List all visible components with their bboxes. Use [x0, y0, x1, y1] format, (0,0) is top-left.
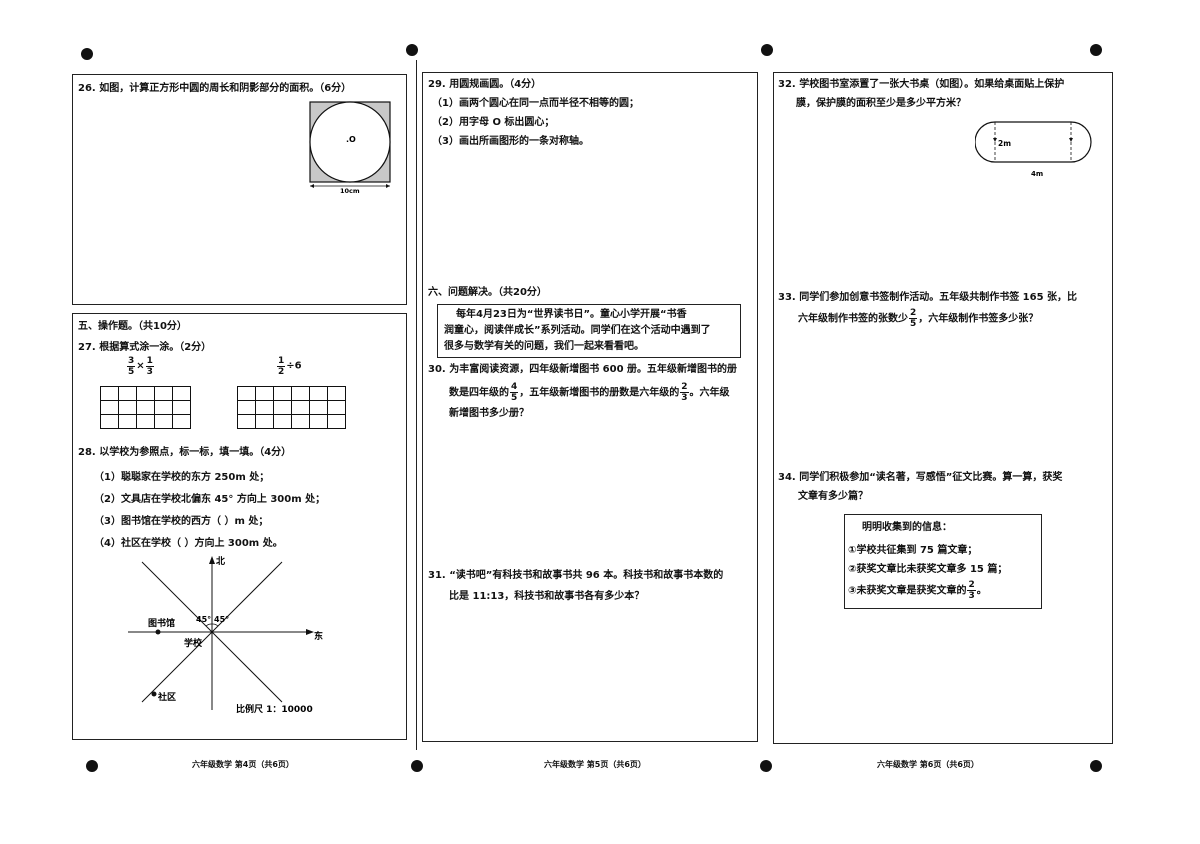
page5-box [422, 72, 758, 742]
school-label: 学校 [184, 637, 203, 649]
binder-hole [81, 48, 93, 60]
binder-hole [406, 44, 418, 56]
q32-line-1: 32. 学校图书室添置了一张大书桌（如图）。如果给桌面贴上保护 [778, 79, 1065, 90]
angle-label-1: 45° [196, 615, 211, 624]
footer-page-6: 六年级数学 第6页（共6页） [877, 760, 979, 769]
q27-grid-1[interactable] [100, 386, 191, 429]
q31-line-2: 比是 11:13，科技书和故事书各有多少本？ [449, 591, 645, 602]
q31-line-1: 31. “读书吧”有科技书和故事书共 96 本。科技书和故事书本数的 [428, 570, 724, 581]
page6-box [773, 72, 1113, 744]
q33-line-1: 33. 同学们参加创意书签制作活动。五年级共制作书签 165 张，比 [778, 292, 1078, 303]
q34-info-2: ②获奖文章比未获奖文章多 15 篇； [848, 564, 1008, 575]
footer-page-4: 六年级数学 第4页（共6页） [192, 760, 294, 769]
section5-box [72, 313, 407, 740]
q30-line-1: 30. 为丰富阅读资源，四年级新增图书 600 册。五年级新增图书的册 [428, 364, 738, 375]
section5-title: 五、操作题。（共10分） [78, 321, 187, 332]
binder-hole [760, 760, 772, 772]
footer-page-5: 六年级数学 第5页（共6页） [544, 760, 646, 769]
q28-item-3: （3）图书馆在学校的西方（ ）m 处； [94, 516, 269, 527]
q30-line-3: 新增图书多少册？ [449, 408, 529, 419]
q26-text: 26. 如图，计算正方形中圆的周长和阴影部分的面积。（6分） [78, 83, 352, 94]
q28-item-2: （2）文具店在学校北偏东 45° 方向上 300m 处； [94, 494, 326, 505]
q29-item-1: （1）画两个圆心在同一点而半径不相等的圆； [432, 98, 639, 109]
q27-grid-2[interactable] [237, 386, 346, 429]
q34-info-1: ①学校共征集到 75 篇文章； [848, 545, 978, 556]
library-label: 图书馆 [148, 617, 175, 629]
binder-hole [1090, 44, 1102, 56]
q27-text: 27. 根据算式涂一涂。（2分） [78, 342, 212, 353]
q26-figure: .O 10cm [309, 101, 391, 194]
q28-text: 28. 以学校为参照点，标一标，填一填。（4分） [78, 447, 292, 458]
binder-hole [86, 760, 98, 772]
side-label: 10cm [340, 187, 360, 194]
desk-shape [975, 121, 1092, 163]
circle-center-label: .O [346, 135, 356, 144]
intro-line-1: 每年4月23日为“世界读书日”。童心小学开展“书香 [456, 309, 687, 320]
library-point [155, 629, 161, 635]
community-label: 社区 [157, 691, 176, 703]
q29-item-2: （2）用字母 O 标出圆心； [432, 117, 555, 128]
desk-height-label: 2m [998, 139, 1011, 148]
east-label: 东 [314, 630, 323, 642]
binder-hole [761, 44, 773, 56]
intro-line-3: 很多与数学有关的问题，我们一起来看看吧。 [444, 341, 644, 352]
community-point [151, 691, 157, 697]
binder-hole [1090, 760, 1102, 772]
scale-label: 比例尺 1：10000 [236, 703, 313, 715]
q34-line-2: 文章有多少篇？ [798, 491, 868, 502]
desk-width-label: 4m [1031, 170, 1043, 178]
q34-line-1: 34. 同学们积极参加“读名著，写感悟”征文比赛。算一算，获奖 [778, 472, 1063, 483]
north-label: 北 [216, 555, 225, 567]
circle-shape [309, 101, 391, 183]
q32-line-2: 膜，保护膜的面积至少是多少平方米？ [796, 98, 966, 109]
fold-line [416, 60, 417, 750]
binder-hole [411, 760, 423, 772]
q28-item-4: （4）社区在学校（ ）方向上 300m 处。 [94, 538, 283, 549]
q32-desk-figure: 2m 4m [975, 121, 1092, 178]
q34-info-box [844, 514, 1042, 609]
q26-box [72, 74, 407, 305]
q29-item-3: （3）画出所画图形的一条对称轴。 [432, 136, 589, 147]
q29-text: 29. 用圆规画圆。（4分） [428, 79, 542, 90]
section6-title: 六、问题解决。（共20分） [428, 287, 547, 298]
q28-item-1: （1）聪聪家在学校的东方 250m 处； [94, 472, 270, 483]
q34-info-title: 明明收集到的信息： [862, 522, 952, 533]
angle-label-2: 45° [214, 615, 229, 624]
q28-direction-map: 北 东 45° 45° 图书馆 学校 社区 比例尺 1：10000 [128, 555, 323, 715]
intro-line-2: 润童心，阅读伴成长”系列活动。同学们在这个活动中遇到了 [444, 325, 711, 336]
intro-box [437, 304, 741, 358]
